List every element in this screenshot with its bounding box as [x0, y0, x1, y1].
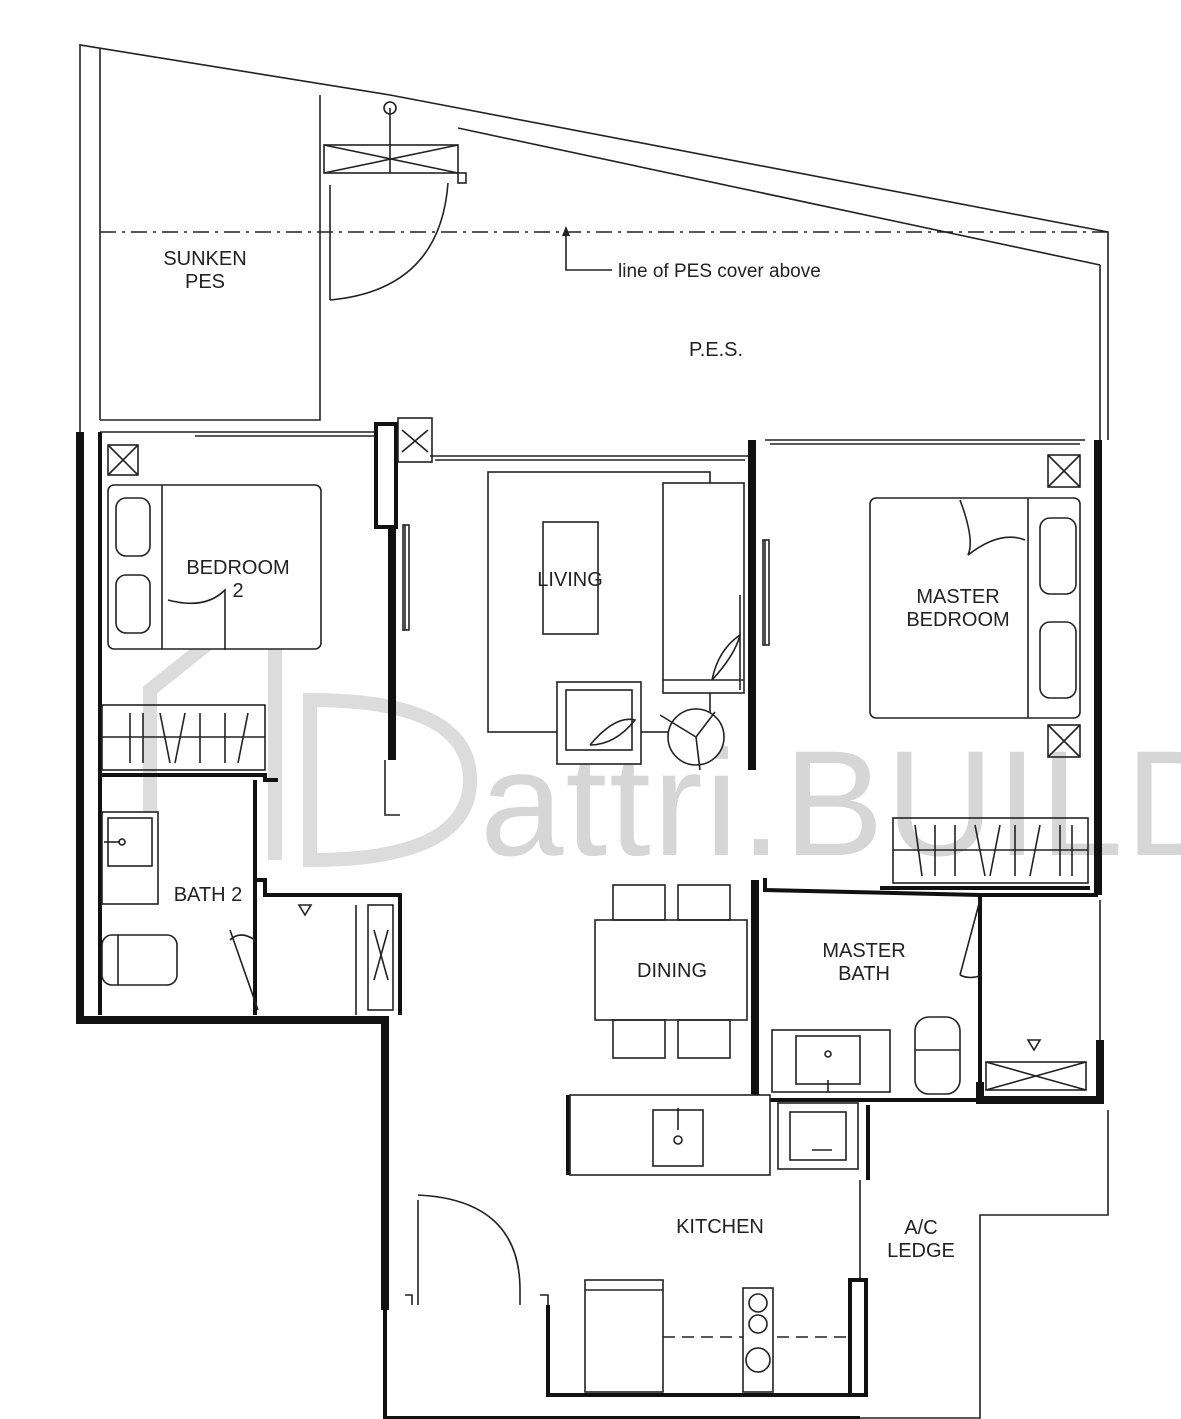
- label-master-bath-2: BATH: [838, 963, 890, 985]
- label-bedroom2-1: BEDROOM: [186, 557, 289, 579]
- windows: [195, 435, 1101, 1305]
- pes-outline: [79, 44, 1109, 440]
- bath2-fixtures: [101, 811, 394, 1015]
- label-bedroom2-2: 2: [232, 580, 243, 602]
- master-bath-fixtures: [771, 1016, 1087, 1095]
- label-dining: DINING: [637, 960, 707, 982]
- dining-furniture: [594, 884, 748, 1059]
- living-furniture: [487, 471, 745, 771]
- label-master-bedroom-1: MASTER: [916, 586, 999, 608]
- label-kitchen: KITCHEN: [676, 1216, 764, 1238]
- kitchen-fixtures: [569, 1094, 868, 1397]
- label-master-bath-1: MASTER: [822, 940, 905, 962]
- label-sunken-pes-2: PES: [185, 271, 225, 293]
- label-living: LIVING: [537, 569, 603, 591]
- label-bath2: BATH 2: [174, 884, 243, 906]
- label-ac-ledge-2: LEDGE: [887, 1240, 955, 1262]
- walls: [76, 417, 1109, 1419]
- room-labels: SUNKEN PES line of PES cover above P.E.S…: [163, 248, 1009, 1262]
- bedroom2-furniture: [101, 444, 322, 771]
- doors: [229, 524, 983, 1305]
- pes-door: [323, 101, 467, 301]
- label-ac-ledge-1: A/C: [904, 1217, 937, 1239]
- master-bedroom-furniture: [869, 454, 1090, 890]
- label-pes-cover-note: line of PES cover above: [618, 261, 821, 282]
- label-sunken-pes-1: SUNKEN: [163, 248, 246, 270]
- label-pes: P.E.S.: [689, 339, 743, 361]
- label-master-bedroom-2: BEDROOM: [906, 609, 1009, 631]
